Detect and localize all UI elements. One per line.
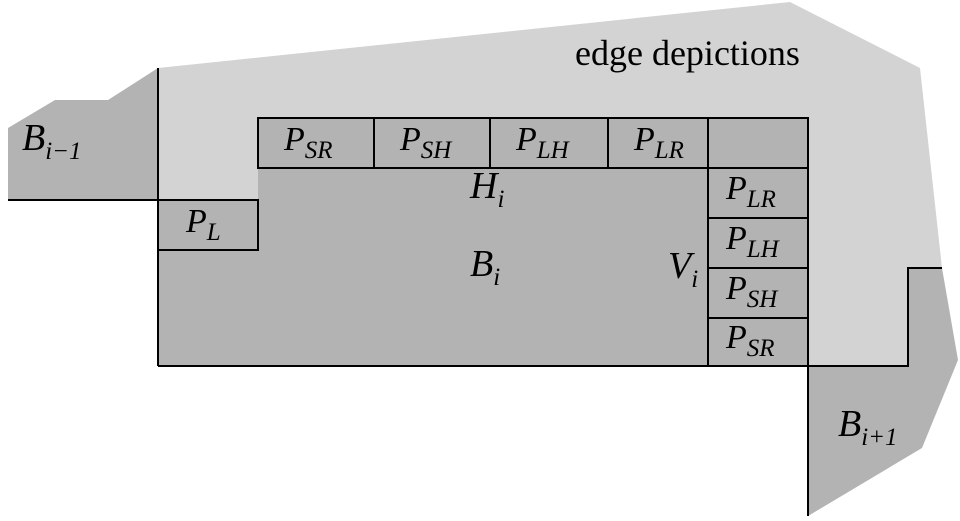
top-label-plr: PLR	[633, 121, 684, 164]
top-cell-plh	[489, 117, 609, 169]
pl-label: PL	[185, 203, 221, 246]
next-boundary-line	[808, 267, 942, 367]
pl-cell	[157, 199, 259, 251]
corner-cell	[707, 117, 809, 169]
right-label-plh: PLH	[725, 220, 781, 263]
prev-block-label: Bi−1	[22, 117, 82, 165]
prev-block-shape	[8, 68, 158, 200]
right-label-psr: PSR	[725, 319, 775, 362]
horizontal-edge-label: Hi	[469, 165, 504, 213]
edge-depiction-region	[158, 2, 942, 366]
boundary-lines	[8, 68, 942, 516]
next-block-shape	[808, 268, 958, 516]
top-label-psr: PSR	[283, 121, 333, 164]
right-label-plr: PLR	[725, 170, 776, 213]
next-block-label: Bi+1	[838, 403, 898, 451]
top-cell-plr	[607, 117, 709, 169]
top-label-plh: PLH	[515, 121, 571, 164]
top-label-psh: PSH	[399, 121, 453, 164]
vertical-edge-label: Vi	[668, 245, 698, 293]
top-cell-psr	[257, 117, 375, 169]
block-shape	[158, 168, 708, 366]
diagram-title: edge depictions	[575, 33, 800, 73]
right-label-psh: PSH	[725, 270, 779, 313]
block-label: Bi	[470, 243, 500, 291]
right-cell-psr	[707, 317, 809, 367]
